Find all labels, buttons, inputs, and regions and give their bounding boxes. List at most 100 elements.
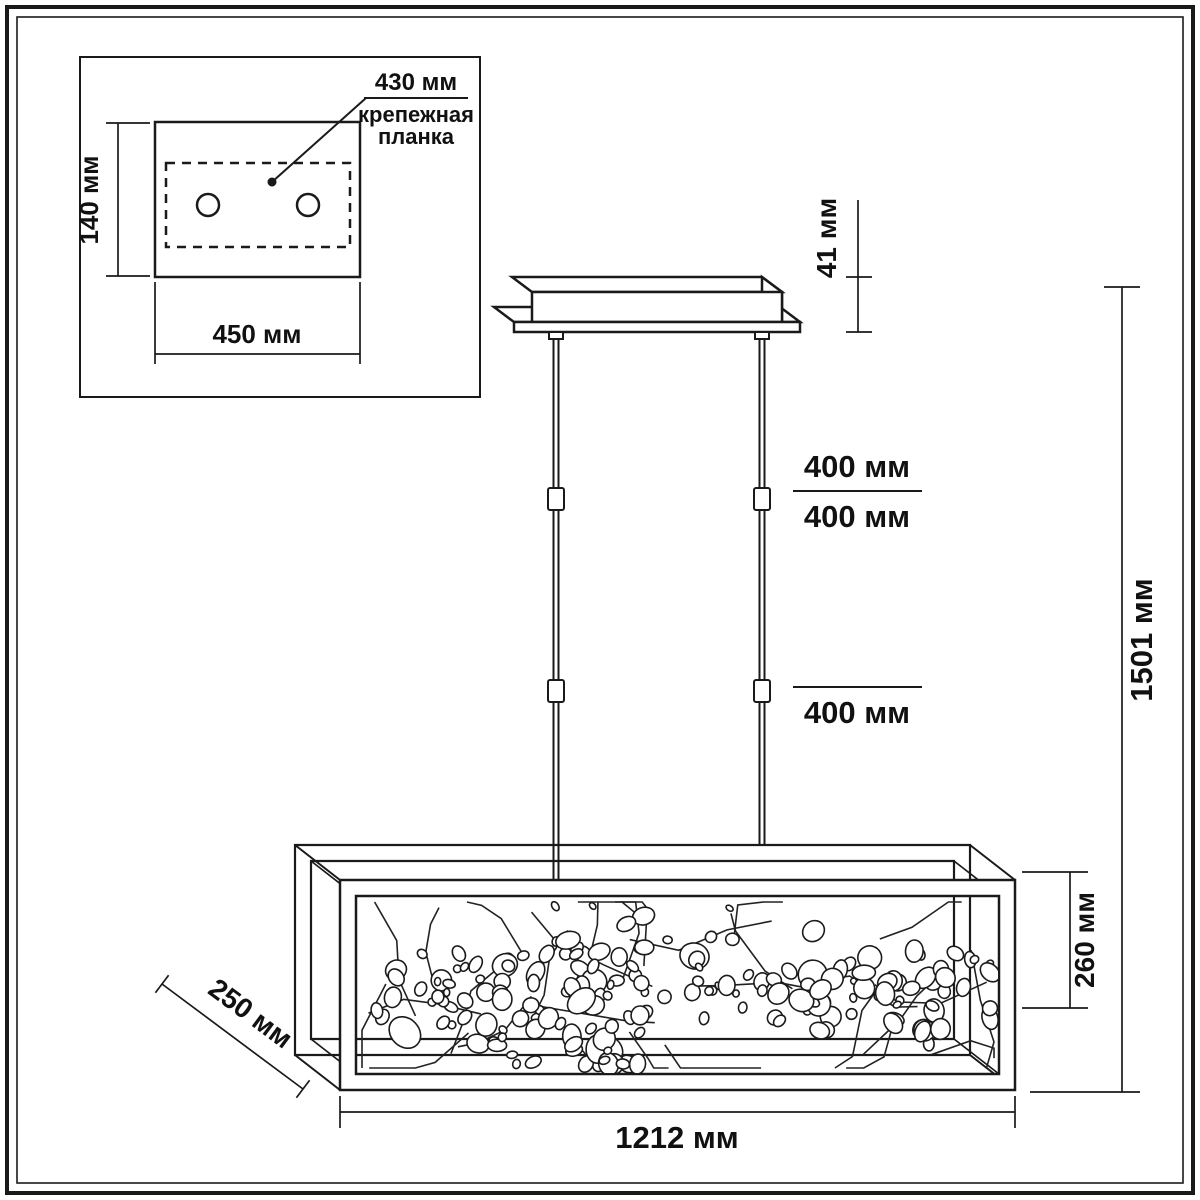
inset-frame bbox=[79, 56, 481, 398]
decor-leaf bbox=[979, 962, 998, 983]
dim-overall-height-label: 1501 мм bbox=[1124, 578, 1159, 701]
decor-leaf bbox=[929, 1017, 952, 1041]
dim-shade-length-label: 1212 мм bbox=[615, 1120, 738, 1155]
decor-leaf bbox=[602, 990, 613, 1001]
pendant-light-view: 41 мм 400 bbox=[154, 198, 1159, 1155]
decor-leaf bbox=[442, 978, 457, 989]
suspension-rods bbox=[547, 331, 771, 881]
mounting-hole-right bbox=[295, 192, 321, 218]
decor-branch bbox=[368, 998, 482, 1015]
decor-leaf bbox=[691, 975, 705, 987]
rod-joint bbox=[547, 487, 565, 511]
dim-plate-height-label: 140 мм bbox=[74, 155, 104, 244]
dim-plate-height: 140 мм bbox=[74, 122, 150, 277]
dim-rod-upper-label: 400 мм bbox=[804, 449, 910, 484]
mounting-plate-inset: 430 мм крепежная планка 140 мм 450 мм bbox=[74, 56, 481, 398]
decor-leaf bbox=[491, 987, 513, 1012]
decor-leaf bbox=[388, 1015, 422, 1050]
dim-rod-middle-label: 400 мм bbox=[804, 499, 910, 534]
leader-line bbox=[271, 97, 367, 183]
decor-leaf bbox=[516, 950, 530, 962]
mounting-plate-outline bbox=[153, 120, 362, 279]
decor-leaf bbox=[781, 962, 798, 980]
decor-leaf bbox=[628, 1053, 647, 1073]
decor-leaf bbox=[724, 932, 740, 947]
dim-canopy-height-label: 41 мм bbox=[811, 198, 842, 278]
decor-leaf bbox=[497, 1032, 508, 1043]
dim-shade-depth-label: 250 мм bbox=[203, 972, 299, 1054]
decor-leaf bbox=[554, 1016, 567, 1031]
decor-branch bbox=[930, 1039, 995, 1059]
decor-leaf bbox=[633, 1026, 646, 1039]
decor-leaf bbox=[981, 1000, 998, 1017]
decor-leaf bbox=[586, 958, 600, 975]
decor-leaf bbox=[501, 959, 516, 973]
dim-plate-width-label: 450 мм bbox=[212, 319, 301, 349]
decor-leaf bbox=[955, 977, 972, 998]
decor-leaf bbox=[498, 1025, 508, 1035]
dim-rod-lower-label: 400 мм bbox=[804, 695, 910, 730]
decor-leaf bbox=[756, 984, 768, 998]
decor-leaf bbox=[511, 1009, 530, 1028]
decor-leaf bbox=[704, 930, 718, 944]
decor-leaf bbox=[698, 1011, 710, 1026]
decor-leaf bbox=[925, 999, 940, 1012]
decor-leaf bbox=[946, 945, 965, 962]
decor-leaf bbox=[737, 1001, 748, 1014]
decor-leaf bbox=[604, 1018, 620, 1034]
decor-leaf bbox=[370, 1001, 384, 1020]
decor-leaf bbox=[633, 974, 650, 992]
decor-leaf bbox=[874, 981, 896, 1007]
decor-leaf bbox=[788, 988, 815, 1013]
outer-border bbox=[5, 5, 1195, 1195]
decor-leaf bbox=[555, 930, 581, 950]
decor-leaf bbox=[522, 996, 540, 1014]
dim-shade-length: 1212 мм bbox=[339, 1096, 1016, 1155]
dim-shade-depth: 250 мм bbox=[154, 972, 311, 1099]
decor-leaf bbox=[475, 974, 486, 984]
cage-front-frame bbox=[338, 878, 1017, 1092]
decor-leaf bbox=[587, 942, 611, 962]
decor-leaf bbox=[468, 955, 484, 974]
rod-top-connector bbox=[548, 331, 564, 340]
decor-branch bbox=[466, 901, 523, 954]
decor-leaf bbox=[717, 974, 736, 997]
decor-branch bbox=[369, 1032, 470, 1069]
decor-branch bbox=[424, 907, 440, 978]
decor-leaf bbox=[630, 1005, 650, 1026]
decor-leaf bbox=[633, 939, 655, 956]
dim-tick bbox=[154, 974, 170, 994]
decor-leaf bbox=[451, 945, 467, 963]
depth-edge bbox=[294, 1054, 341, 1091]
decor-leaf bbox=[413, 981, 428, 997]
decor-leaf bbox=[901, 980, 921, 997]
decor-leaf bbox=[550, 900, 560, 912]
decor-leaf bbox=[433, 976, 442, 987]
decor-leaf bbox=[625, 959, 640, 973]
decor-leaf bbox=[456, 992, 474, 1010]
dim-line bbox=[161, 983, 304, 1090]
decor-leaf bbox=[436, 1015, 451, 1031]
decor-leaf bbox=[809, 979, 832, 1001]
bracket-note-value: 430 мм bbox=[375, 69, 457, 96]
rod-joint bbox=[547, 679, 565, 703]
rod-top-connector bbox=[754, 331, 770, 340]
inner-border bbox=[16, 16, 1184, 1184]
bracket-note-word1: крепежная bbox=[358, 102, 474, 127]
decor-leaf bbox=[767, 982, 790, 1005]
decor-leaf bbox=[475, 982, 496, 1003]
dim-plate-width: 450 мм bbox=[154, 282, 361, 364]
decor-leaf bbox=[892, 1000, 902, 1009]
canopy-flange-front bbox=[512, 320, 802, 334]
canopy-front-face bbox=[530, 290, 784, 324]
decor-leaf bbox=[742, 968, 755, 981]
canopy-top-face bbox=[508, 275, 786, 294]
decor-leaf bbox=[524, 1055, 542, 1069]
decor-leaf bbox=[694, 962, 704, 972]
decor-leaf bbox=[772, 1014, 787, 1028]
depth-edge bbox=[294, 844, 341, 881]
decor-leaf bbox=[598, 1055, 611, 1066]
decor-leaf bbox=[913, 1020, 932, 1043]
